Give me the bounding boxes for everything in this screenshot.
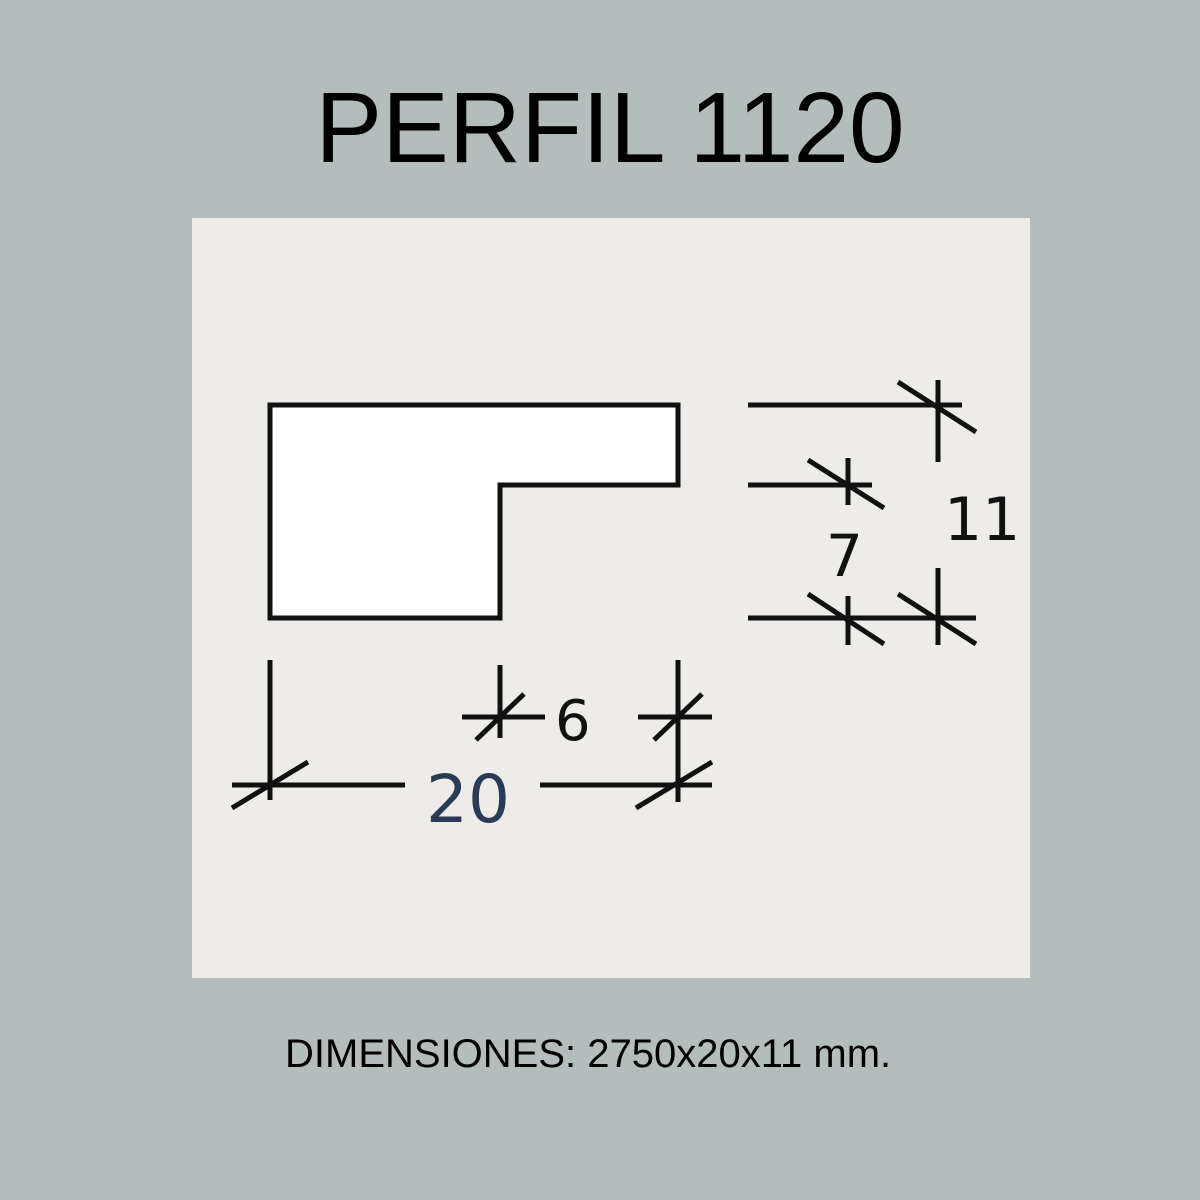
width-dimension-lines [230, 660, 714, 811]
profile-shape [267, 402, 681, 621]
width-label: 20 [426, 761, 510, 838]
page-title: PERFIL 1120 [315, 72, 905, 184]
height-dimension-lines [748, 379, 978, 647]
dimensions-caption: DIMENSIONES: 2750x20x11 mm. [285, 1032, 892, 1076]
height-label: 11 [944, 485, 1020, 555]
lip-width-label: 6 [555, 689, 591, 754]
lip-height-label: 7 [826, 522, 863, 590]
